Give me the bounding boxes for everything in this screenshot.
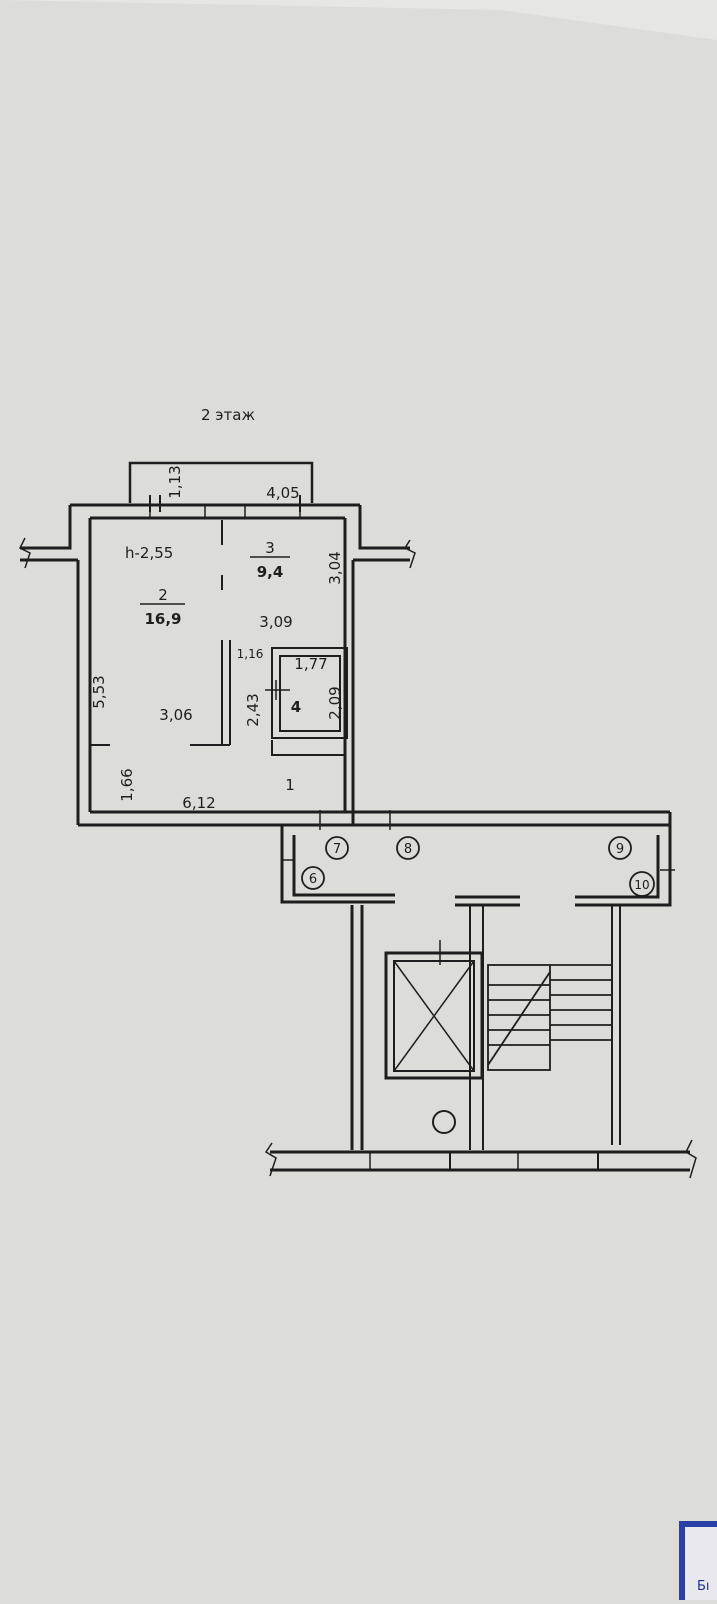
- dim-room3-depth: 3,04: [326, 551, 344, 584]
- room-3-area: 9,4: [257, 563, 284, 581]
- svg-text:6: 6: [309, 872, 317, 887]
- dim-balcony-width: 4,05: [266, 484, 299, 502]
- dim-bath-width: 1,77: [294, 655, 327, 673]
- svg-text:10: 10: [634, 878, 649, 892]
- room-2-number: 2: [158, 586, 168, 604]
- dim-room2-width: 3,06: [159, 706, 192, 724]
- dim-bath-depth: 2,09: [326, 686, 344, 719]
- fraction-bars: [140, 556, 290, 605]
- break-marks: [18, 537, 697, 1179]
- dim-hall-length: 1,66: [118, 768, 136, 801]
- dim-bath-niche: 1,16: [237, 647, 264, 661]
- stairwell: [270, 905, 690, 1172]
- room-3-number: 3: [265, 539, 275, 557]
- marker-8: 8: [396, 836, 420, 860]
- floor-title: 2 этаж: [201, 406, 255, 424]
- room-1-number: 1: [285, 776, 295, 794]
- svg-text:9: 9: [616, 842, 624, 857]
- paper-edge: [0, 0, 717, 40]
- ceiling-height-label: h-2,55: [125, 544, 173, 562]
- room-4-number: 4: [291, 698, 301, 716]
- marker-7: 7: [325, 836, 349, 860]
- dim-room3-width: 3,09: [259, 613, 292, 631]
- marker-9: 9: [608, 836, 632, 860]
- dim-partition: 2,43: [244, 693, 262, 726]
- svg-text:7: 7: [333, 842, 341, 857]
- dim-hall-width: 6,12: [182, 794, 215, 812]
- stamp-corner: Бı: [679, 1521, 717, 1604]
- svg-text:Бı: Бı: [697, 1579, 710, 1594]
- chute-circle: [432, 1110, 456, 1134]
- svg-text:8: 8: [404, 842, 412, 857]
- staircase: [487, 964, 612, 1071]
- marker-6: 6: [301, 866, 325, 890]
- marker-10: 10: [629, 871, 655, 897]
- elevator-shaft: [384, 951, 484, 1080]
- apartment-walls: [20, 461, 675, 907]
- dim-balcony-depth: 1,13: [166, 465, 184, 498]
- dim-room2-length: 5,53: [90, 675, 108, 708]
- room-2-area: 16,9: [144, 610, 181, 628]
